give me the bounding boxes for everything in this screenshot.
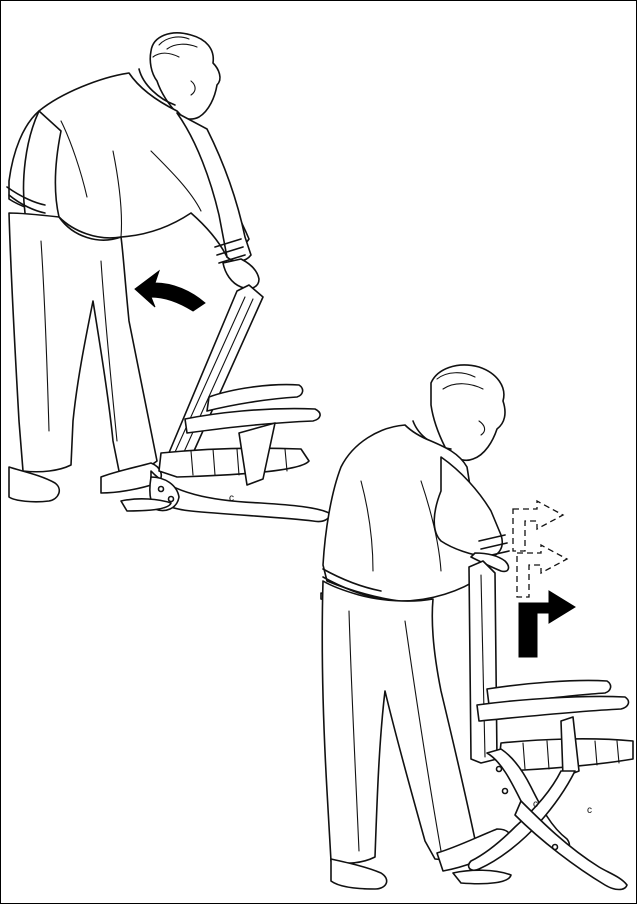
top-step-figure: c xyxy=(7,33,329,522)
svg-text:c: c xyxy=(587,805,592,816)
top-chair: c xyxy=(121,285,329,522)
bottom-person-left-shoe xyxy=(331,859,387,889)
top-lift-arrow-icon xyxy=(135,271,205,311)
bottom-ghost-arrow-2-icon xyxy=(517,545,567,597)
bottom-person-trousers xyxy=(322,581,477,863)
top-person xyxy=(7,33,259,502)
top-person-right-hand xyxy=(223,259,259,289)
bottom-ghost-arrow-1-icon xyxy=(513,501,563,551)
svg-text:c: c xyxy=(533,799,538,810)
top-person-trousers xyxy=(9,213,157,472)
bottom-adjust-arrow-icon xyxy=(519,591,575,657)
bottom-step-figure: c c xyxy=(321,365,633,890)
svg-text:c: c xyxy=(229,493,234,504)
